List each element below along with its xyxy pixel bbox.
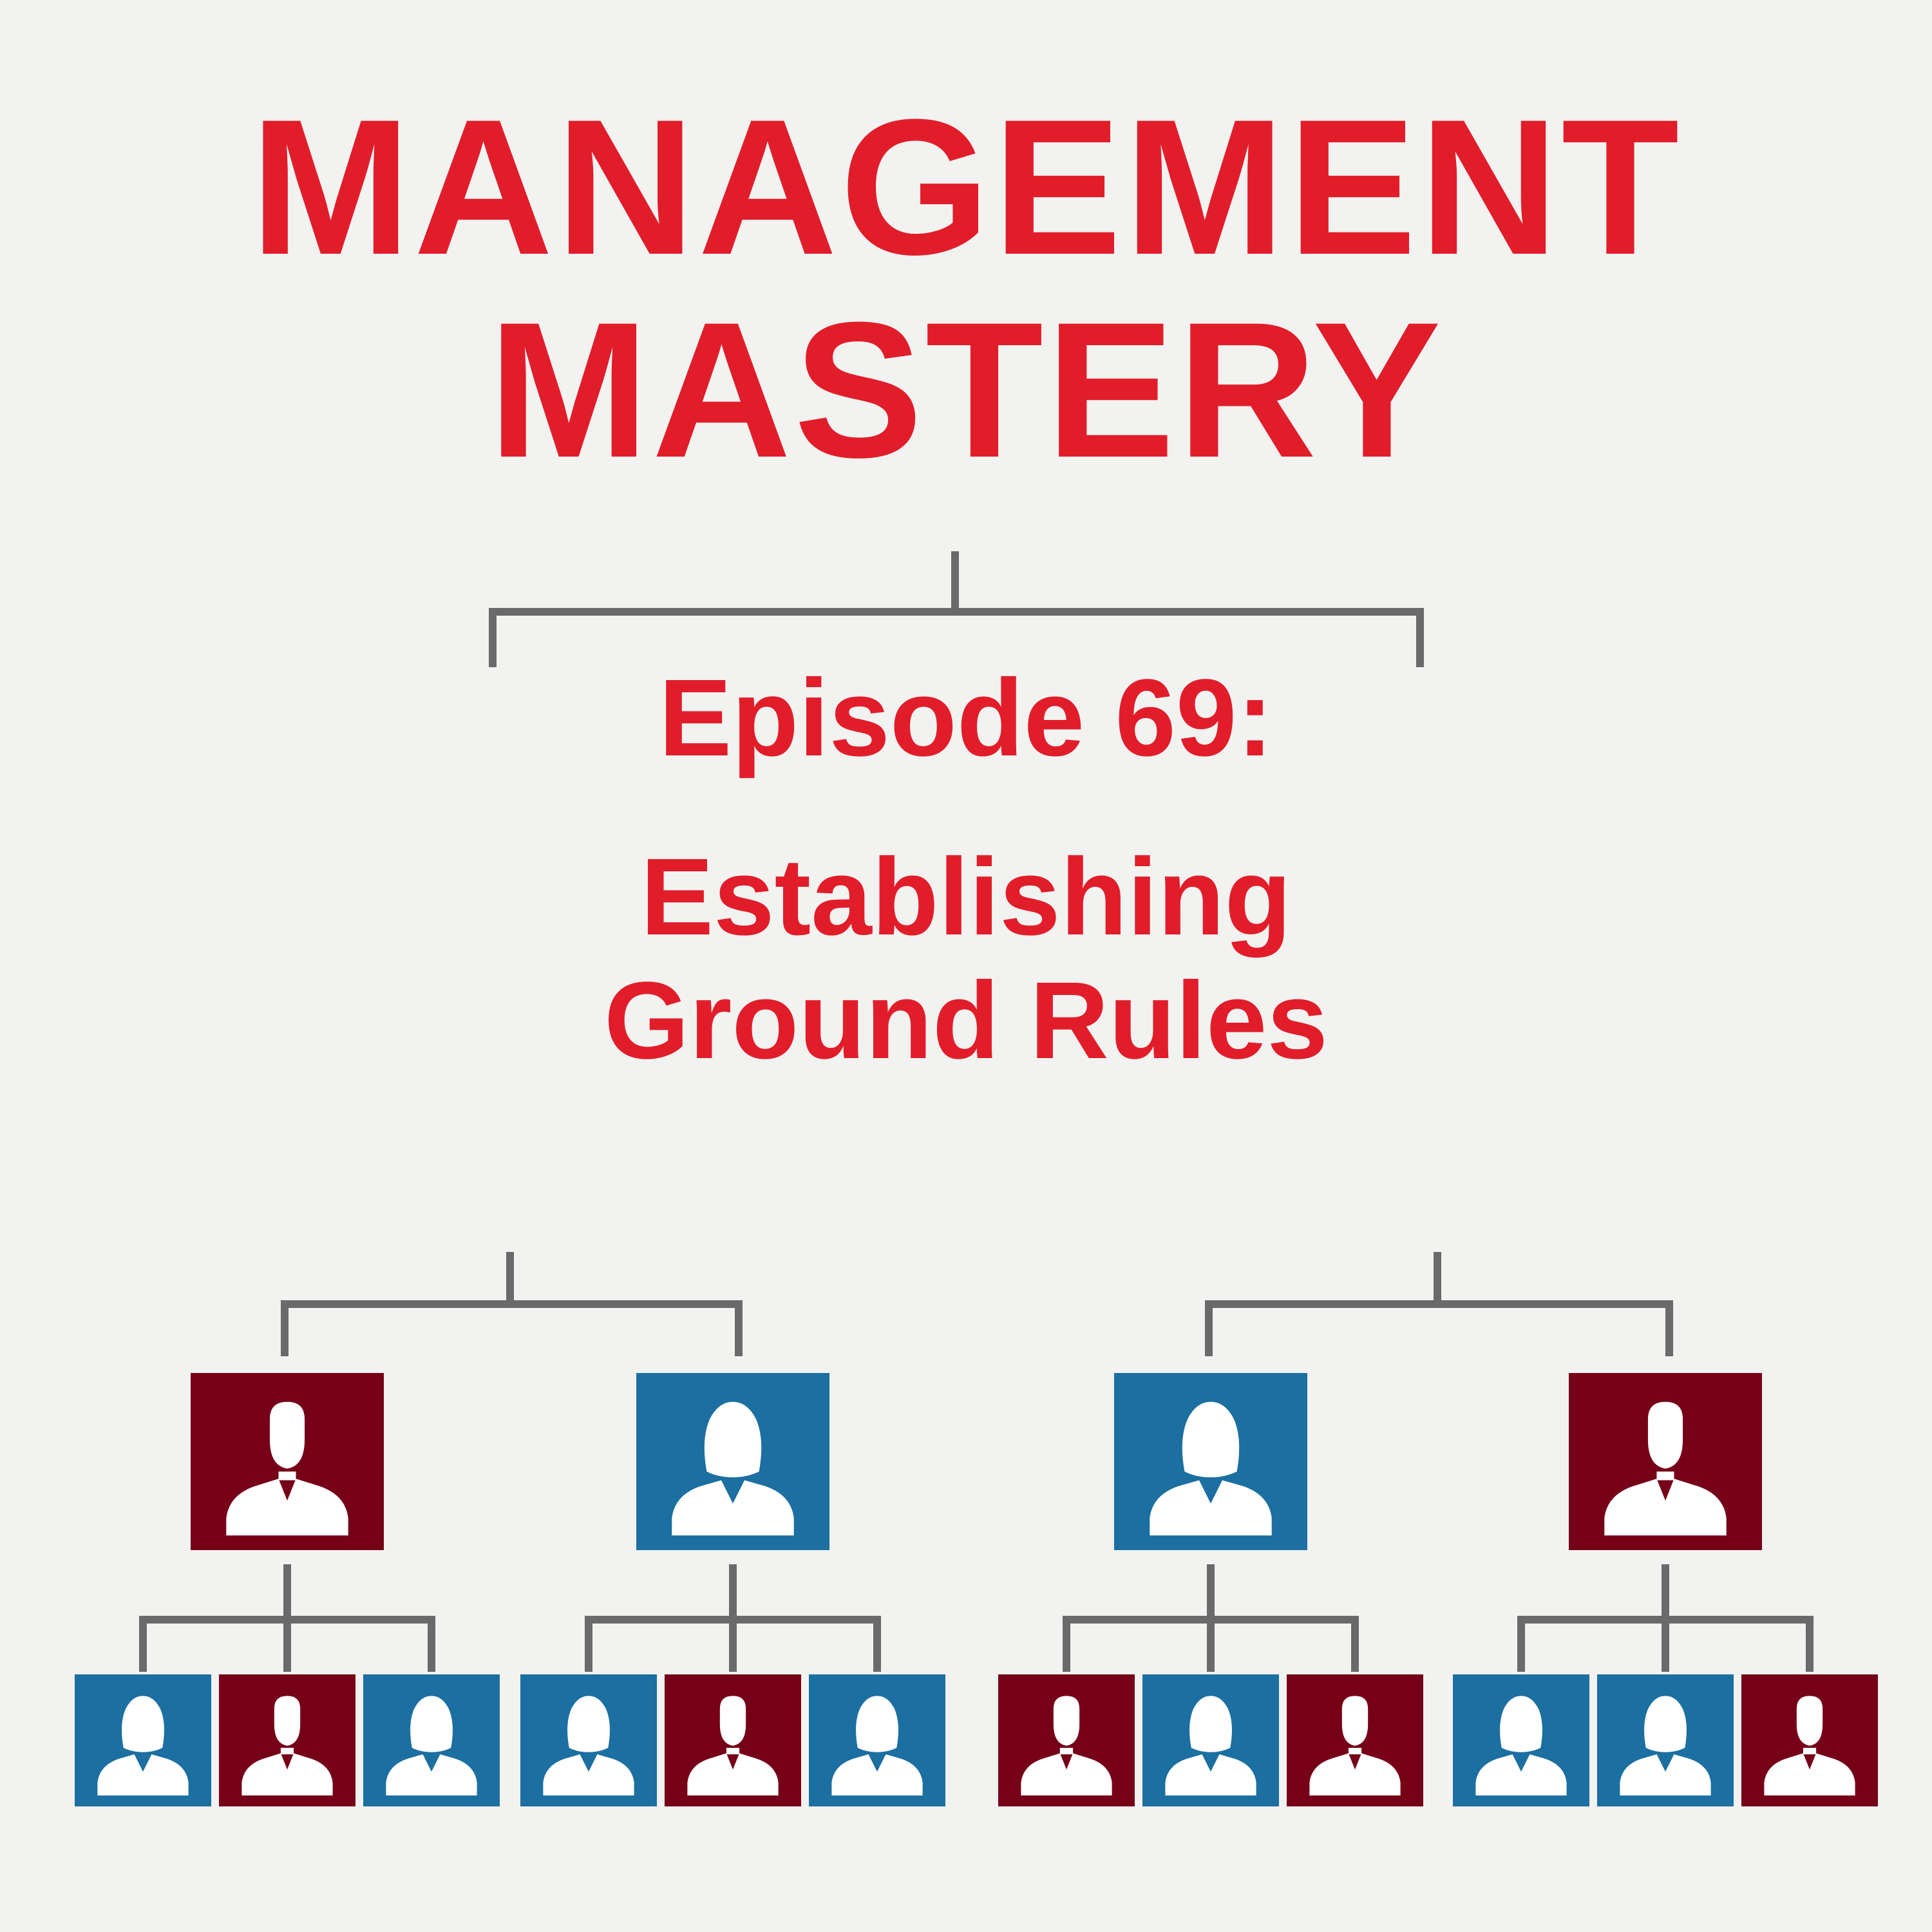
report-tile-4-2 xyxy=(1597,1674,1734,1806)
report-tile-3-2 xyxy=(1142,1674,1279,1806)
episode-topic-line-2: Ground Rules xyxy=(604,960,1328,1082)
report-tile-3-3 xyxy=(1287,1674,1423,1806)
report-tile-2-3 xyxy=(809,1674,945,1806)
episode-topic-line-1: Establishing xyxy=(640,836,1292,958)
report-tile-2-2 xyxy=(665,1674,801,1806)
manager-tile-4 xyxy=(1569,1373,1762,1550)
org-chart-connectors xyxy=(139,551,1814,1672)
report-tile-2-1 xyxy=(520,1674,657,1806)
manager-tile-1 xyxy=(191,1373,384,1550)
report-tile-4-3 xyxy=(1741,1674,1878,1806)
episode-number: Episode 69: xyxy=(658,657,1274,779)
report-tile-1-3 xyxy=(363,1674,500,1806)
report-tile-1-2 xyxy=(219,1674,355,1806)
report-tile-3-1 xyxy=(998,1674,1135,1806)
report-tile-4-1 xyxy=(1453,1674,1589,1806)
manager-tile-3 xyxy=(1114,1373,1307,1550)
manager-tile-2 xyxy=(636,1373,829,1550)
show-title-line-1: MANAGEMENT xyxy=(250,79,1682,295)
show-title-line-2: MASTERY xyxy=(488,281,1444,498)
org-chart-tiles xyxy=(75,1373,1878,1806)
report-tile-1-1 xyxy=(75,1674,211,1806)
